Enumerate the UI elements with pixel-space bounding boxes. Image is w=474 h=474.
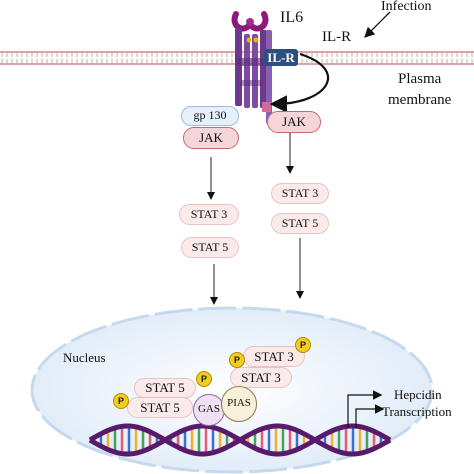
transcription-arrows — [347, 390, 385, 428]
stat5-left-box: STAT 5 — [181, 237, 239, 258]
pias-protein: PIAS — [221, 386, 257, 422]
nucleus-stat3-b: STAT 3 — [230, 367, 292, 388]
infection-arrow — [364, 11, 391, 38]
il-r-label-top: IL-R — [322, 29, 352, 45]
il6-label: IL6 — [280, 9, 304, 26]
gp130-box: gp 130 — [181, 106, 239, 126]
il6-receptor-icon — [231, 11, 272, 124]
hepcidin-label: Hepcidin — [394, 387, 442, 402]
il-r-to-jak-arrow — [269, 52, 330, 113]
jak-left-box: JAK — [183, 127, 239, 149]
plasma-label: Plasma — [398, 71, 442, 87]
dna-icon — [88, 423, 392, 457]
nucleus-stat5-b: STAT 5 — [127, 397, 193, 418]
nucleus-label: Nucleus — [63, 350, 106, 365]
il-r-receptor-box: IL-R — [264, 49, 298, 66]
nucleus-stat5-a: STAT 5 — [134, 378, 196, 398]
stat3-left-box: STAT 3 — [179, 204, 239, 225]
stat5-right-box: STAT 5 — [271, 213, 329, 234]
gas-element: GAS — [193, 394, 225, 426]
infection-label: Infection — [381, 0, 432, 14]
phosphate-icon: P — [229, 352, 245, 368]
nucleus-stat3-a: STAT 3 — [243, 346, 305, 367]
membrane-label: membrane — [388, 92, 452, 108]
phosphate-icon: P — [295, 337, 311, 353]
phosphate-icon: P — [113, 393, 129, 409]
jak-right-box: JAK — [267, 111, 321, 133]
transcription-label: Transcription — [382, 404, 452, 419]
phosphate-icon: P — [196, 371, 212, 387]
stat3-right-box: STAT 3 — [271, 183, 329, 204]
